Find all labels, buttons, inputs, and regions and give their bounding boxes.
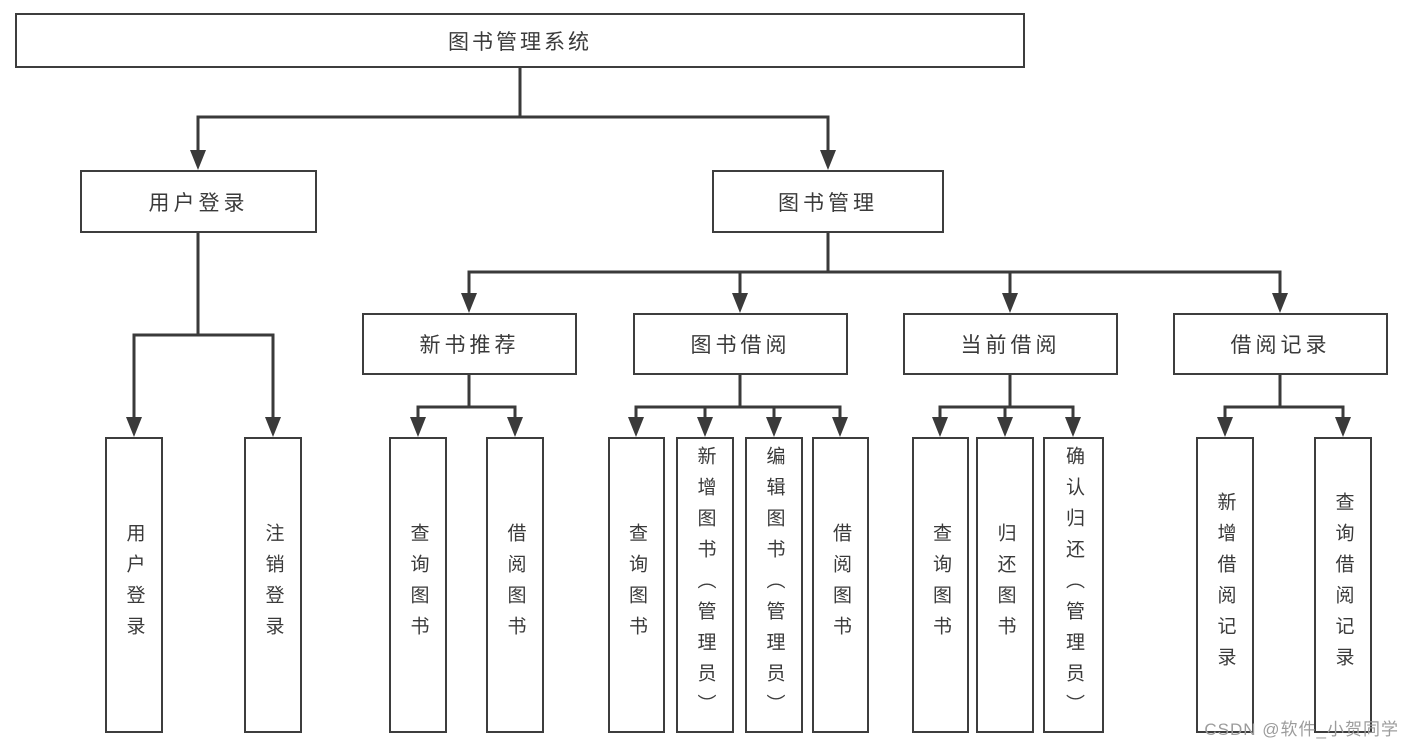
csdn-watermark: CSDN @软件_小贺同学 — [1204, 720, 1399, 739]
node-label: 图书借阅 — [690, 334, 791, 357]
leaf-label: 查询图书 — [626, 523, 647, 647]
leaf-label: 查询借阅记录 — [1332, 492, 1354, 678]
leaf-query-books-borrow: 查询图书 — [608, 437, 665, 733]
leaf-logout: 注销登录 — [244, 437, 302, 733]
leaf-label: 新增借阅记录 — [1214, 492, 1236, 678]
leaf-label: 用户登录 — [123, 523, 145, 647]
node-user-login: 用户登录 — [80, 170, 317, 233]
leaf-query-books-recommend: 查询图书 — [389, 437, 447, 733]
leaf-borrow-books: 借阅图书 — [812, 437, 869, 733]
node-new-book-recommend: 新书推荐 — [362, 313, 577, 375]
leaf-add-borrow-record: 新增借阅记录 — [1196, 437, 1254, 733]
leaf-borrow-books-recommend: 借阅图书 — [486, 437, 544, 733]
node-borrow-records: 借阅记录 — [1173, 313, 1388, 375]
node-library-management-system: 图书管理系统 — [15, 13, 1025, 68]
node-label: 用户登录 — [148, 191, 249, 215]
leaf-add-book-admin: 新增图书（管理员） — [676, 437, 734, 733]
leaf-confirm-return-admin: 确认归还（管理员） — [1043, 437, 1104, 733]
leaf-label: 借阅图书 — [830, 523, 851, 647]
node-label: 当前借阅 — [960, 334, 1061, 357]
leaf-label: 借阅图书 — [504, 523, 526, 647]
node-label: 借阅记录 — [1230, 334, 1331, 357]
leaf-label: 编辑图书（管理员） — [763, 445, 785, 725]
leaf-label: 查询图书 — [407, 523, 429, 647]
leaf-label: 注销登录 — [262, 523, 284, 647]
node-label: 图书管理 — [778, 191, 878, 215]
leaf-return-books: 归还图书 — [976, 437, 1034, 733]
leaf-user-login: 用户登录 — [105, 437, 163, 733]
leaf-label: 归还图书 — [994, 523, 1016, 647]
leaf-label: 新增图书（管理员） — [694, 445, 716, 725]
leaf-label: 查询图书 — [930, 523, 951, 647]
leaf-query-borrow-record: 查询借阅记录 — [1314, 437, 1372, 733]
node-book-management: 图书管理 — [712, 170, 944, 233]
node-label: 新书推荐 — [419, 334, 520, 357]
node-current-borrow: 当前借阅 — [903, 313, 1118, 375]
node-label: 图书管理系统 — [448, 30, 592, 54]
leaf-query-books-current: 查询图书 — [912, 437, 969, 733]
node-book-borrow: 图书借阅 — [633, 313, 848, 375]
leaf-edit-book-admin: 编辑图书（管理员） — [745, 437, 803, 733]
leaf-label: 确认归还（管理员） — [1063, 445, 1084, 725]
